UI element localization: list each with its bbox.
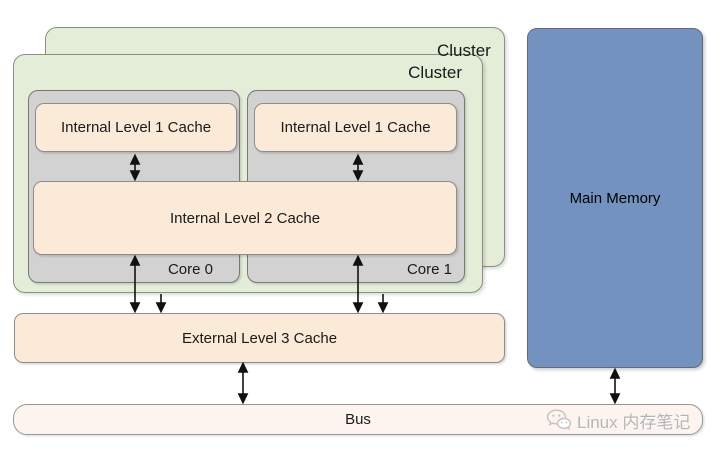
bus-box: Bus xyxy=(13,404,703,435)
wechat-icon xyxy=(546,409,572,431)
l2-cache: Internal Level 2 Cache xyxy=(33,181,457,255)
arrow-backcluster-left-l3 xyxy=(155,294,167,314)
arrow-l3-bus xyxy=(237,361,249,405)
l1-cache-left: Internal Level 1 Cache xyxy=(35,103,237,152)
cluster-back-label: Cluster xyxy=(437,41,491,60)
bus-label: Bus xyxy=(345,411,371,428)
l3-cache: External Level 3 Cache xyxy=(14,313,505,363)
main-memory-box: Main Memory xyxy=(527,28,703,368)
watermark: Linux 内存笔记 xyxy=(546,406,690,434)
core-1-label: Core 1 xyxy=(406,261,452,278)
arrow-backcluster-right-l3 xyxy=(377,294,389,314)
main-memory-label: Main Memory xyxy=(569,189,661,207)
core-0-label: Core 0 xyxy=(167,261,213,278)
arrow-mainmemory-bus xyxy=(609,367,621,405)
cluster-front-label: Cluster xyxy=(408,63,462,82)
watermark-text: Linux 内存笔记 xyxy=(577,412,691,432)
l1-cache-right: Internal Level 1 Cache xyxy=(254,103,457,152)
